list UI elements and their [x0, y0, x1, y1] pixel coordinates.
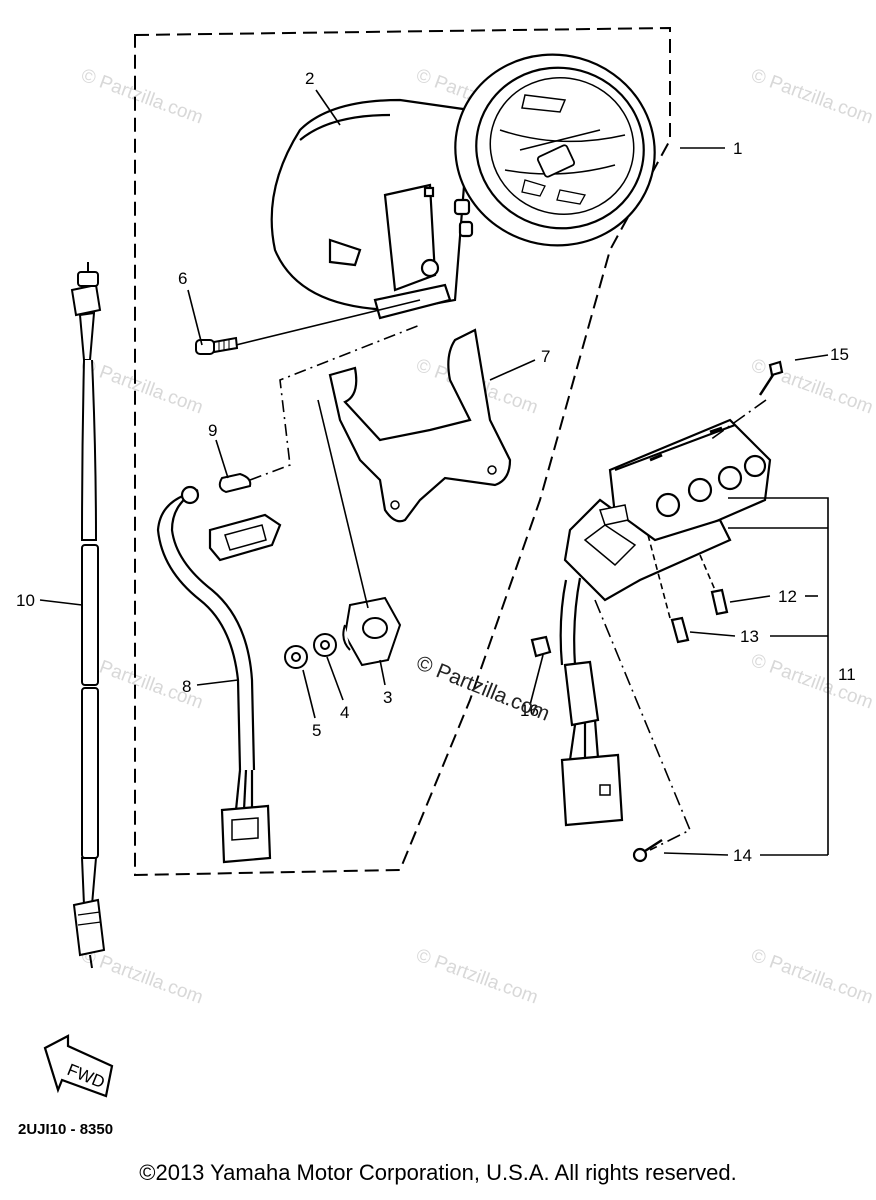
bulb-icon [218, 472, 252, 494]
callout-1: 1 [733, 139, 742, 158]
callout-8: 8 [182, 677, 191, 696]
assembly-boundary [134, 26, 671, 877]
speedometer-cable-icon [70, 262, 106, 969]
callout-5: 5 [312, 721, 321, 740]
copyright-notice: ©2013 Yamaha Motor Corporation, U.S.A. A… [139, 1160, 737, 1185]
fwd-arrow-icon: FWD [43, 1034, 114, 1098]
callout-7: 7 [541, 347, 550, 366]
callout-16: 16 [520, 701, 539, 720]
watermark: © Partzilla.com [748, 355, 875, 419]
callout-4: 4 [340, 703, 349, 722]
callout-2: 2 [305, 69, 314, 88]
callout-11: 11 [838, 665, 856, 684]
leader-lines [39, 89, 829, 856]
callout-3: 3 [383, 688, 392, 707]
washer-icon [313, 633, 337, 657]
watermark: © Partzilla.com [413, 945, 540, 1009]
indicator-light-icon [530, 360, 784, 863]
watermark: © Partzilla.com [78, 355, 205, 419]
watermark: © Partzilla.com [748, 945, 875, 1009]
meter-bracket-icon [328, 328, 512, 523]
screw-icon [195, 336, 239, 355]
callout-9: 9 [208, 421, 217, 440]
watermark: © Partzilla.com [78, 65, 205, 129]
wire-harness-icon [156, 485, 282, 864]
diagram-code: 2UJI10 - 8350 [18, 1121, 113, 1138]
callout-10: 10 [16, 591, 35, 610]
callout-6: 6 [178, 269, 187, 288]
nut-icon [284, 645, 308, 669]
watermark: © Partzilla.com [78, 945, 205, 1009]
callout-15: 15 [830, 345, 849, 364]
speedometer-icon [270, 53, 656, 320]
grommet-icon [342, 596, 402, 667]
callout-12: 12 [778, 587, 797, 606]
callout-14: 14 [733, 846, 752, 865]
watermark: © Partzilla.com [748, 650, 875, 714]
watermark: © Partzilla.com [748, 65, 875, 129]
callout-13: 13 [740, 627, 759, 646]
